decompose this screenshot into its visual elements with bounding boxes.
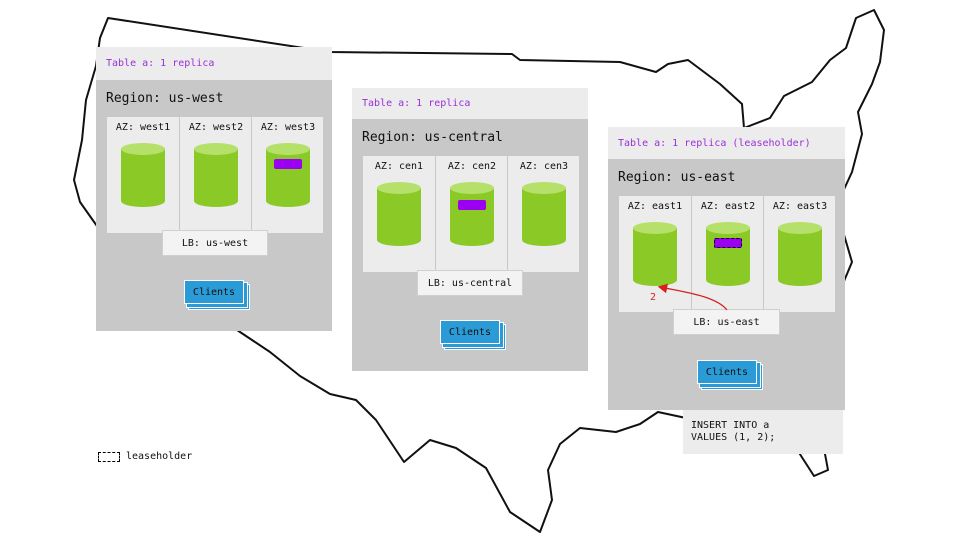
az-label: AZ: east3: [772, 201, 828, 212]
leaseholder-legend-swatch: [98, 451, 120, 462]
sql-line: VALUES (1, 2);: [691, 432, 776, 443]
az-column: AZ: west3: [251, 117, 324, 233]
clients-stack: Clients: [184, 280, 250, 310]
az-label: AZ: west3: [260, 122, 316, 133]
database-node-icon: [194, 143, 238, 207]
az-column: AZ: cen2: [435, 156, 508, 272]
clients-stack: Clients: [440, 320, 506, 350]
clients-label: Clients: [440, 320, 500, 344]
az-column: AZ: east3: [763, 196, 836, 312]
region-card-us-west: Table a: 1 replica Region: us-west AZ: w…: [96, 47, 332, 331]
replica-marker: [458, 200, 486, 210]
load-balancer: LB: us-central: [417, 270, 523, 296]
database-node-icon: [450, 182, 494, 246]
az-label: AZ: east1: [627, 201, 683, 212]
sql-line: INSERT INTO a: [691, 420, 770, 431]
clients-label: Clients: [184, 280, 244, 304]
az-column: AZ: cen1: [363, 156, 435, 272]
az-column: AZ: west2: [179, 117, 252, 233]
az-column: AZ: west1: [107, 117, 179, 233]
legend: leaseholder: [98, 451, 192, 462]
database-node-icon: [377, 182, 421, 246]
database-node-icon: [778, 222, 822, 286]
region-title: Region: us-west: [106, 91, 224, 106]
az-group: AZ: west1 AZ: west2 AZ: west3: [107, 117, 323, 233]
leaseholder-replica-marker: [714, 238, 742, 248]
database-node-icon: [121, 143, 165, 207]
table-replica-label: Table a: 1 replica: [96, 47, 332, 80]
legend-label: leaseholder: [126, 451, 193, 462]
az-column: AZ: east1: [619, 196, 691, 312]
az-group: AZ: east1 AZ: east2 AZ: east3: [619, 196, 835, 312]
az-column: AZ: cen3: [507, 156, 580, 272]
region-title: Region: us-central: [362, 130, 503, 145]
az-label: AZ: cen3: [519, 161, 569, 172]
az-label: AZ: west1: [115, 122, 171, 133]
sql-statement-box: INSERT INTO a VALUES (1, 2);: [683, 410, 843, 454]
region-card-us-east: Table a: 1 replica (leaseholder) Region:…: [608, 127, 845, 410]
clients-stack: Clients: [697, 360, 763, 390]
database-node-icon: [266, 143, 310, 207]
table-replica-label: Table a: 1 replica (leaseholder): [608, 127, 845, 159]
clients-label: Clients: [697, 360, 757, 384]
load-balancer: LB: us-east: [673, 309, 780, 335]
load-balancer: LB: us-west: [162, 230, 268, 256]
table-replica-label: Table a: 1 replica: [352, 88, 588, 119]
region-card-us-central: Table a: 1 replica Region: us-central AZ…: [352, 88, 588, 371]
az-label: AZ: east2: [700, 201, 756, 212]
az-column: AZ: east2: [691, 196, 764, 312]
database-node-icon: [706, 222, 750, 286]
az-label: AZ: cen1: [374, 161, 424, 172]
az-label: AZ: west2: [188, 122, 244, 133]
replica-marker: [274, 159, 302, 169]
database-node-icon: [522, 182, 566, 246]
database-node-icon: [633, 222, 677, 286]
az-label: AZ: cen2: [447, 161, 497, 172]
az-group: AZ: cen1 AZ: cen2 AZ: cen3: [363, 156, 579, 272]
region-title: Region: us-east: [618, 170, 736, 185]
